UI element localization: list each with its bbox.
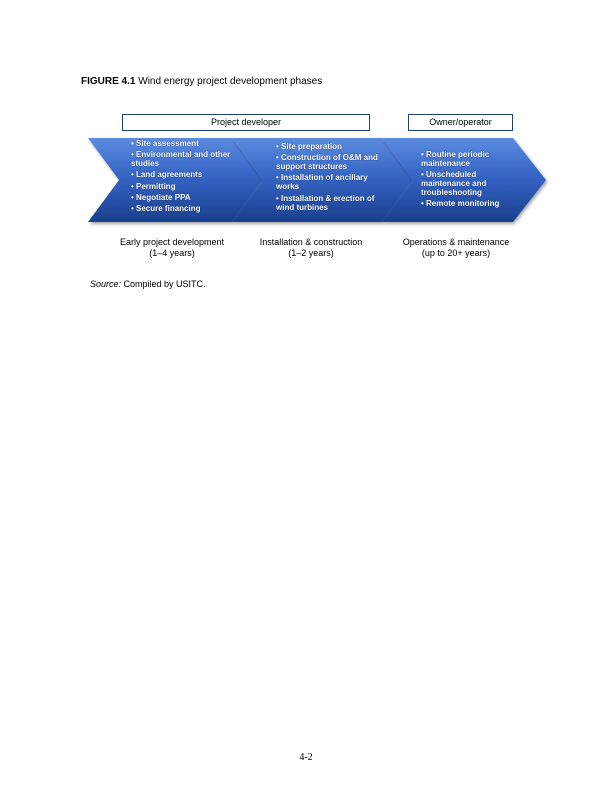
figure-caption: Wind energy project development phases xyxy=(138,76,323,87)
phase-1-caption-name: Early project development xyxy=(119,237,225,247)
bullet-land-agreements: • Land agreements xyxy=(131,170,203,180)
bullet-ancillary-works: • Installation of ancillary works xyxy=(276,173,368,192)
chevron-early-development xyxy=(88,138,263,222)
phase-3-caption-duration: (up to 20+ years) xyxy=(421,248,491,258)
figure-title: FIGURE 4.1 Wind energy project developme… xyxy=(81,76,322,87)
phase-1-caption-duration: (1–4 years) xyxy=(149,248,195,258)
phase-2-bullets: • Site preparation • Construction of O&M… xyxy=(276,142,380,214)
source-note: Source: Compiled by USITC. xyxy=(90,279,206,289)
bullet-site-preparation: • Site preparation xyxy=(276,142,342,151)
bullet-environmental-studies: • Environmental and other studies xyxy=(131,150,231,169)
bullet-secure-financing: • Secure financing xyxy=(131,203,201,213)
phase-2-caption: Installation & construction (1–2 years) xyxy=(246,237,376,259)
source-text: Compiled by USITC. xyxy=(121,279,206,289)
phase-3-bullets: • Routine periodic maintenance • Unsched… xyxy=(421,150,521,211)
phase-2-caption-name: Installation & construction xyxy=(259,237,363,247)
project-developer-header: Project developer xyxy=(122,114,370,131)
page-number: 4-2 xyxy=(299,752,313,763)
bullet-om-construction: • Construction of O&M and support struct… xyxy=(276,153,378,172)
bullet-negotiate-ppa: • Negotiate PPA xyxy=(131,192,191,202)
phase-3-caption-name: Operations & maintenance xyxy=(402,237,510,247)
bullet-unscheduled-maintenance: • Unscheduled maintenance and troublesho… xyxy=(421,170,487,198)
owner-operator-header: Owner/operator xyxy=(408,114,513,131)
bullet-permitting: • Permitting xyxy=(131,181,176,191)
phase-1-bullets: • Site assessment • Environmental and ot… xyxy=(131,139,231,215)
source-label: Source: xyxy=(90,279,122,289)
phase-3-caption: Operations & maintenance (up to 20+ year… xyxy=(386,237,526,259)
bullet-remote-monitoring: • Remote monitoring xyxy=(421,199,500,209)
figure-label: FIGURE 4.1 xyxy=(81,76,136,87)
bullet-turbine-erection: • Installation & erection of wind turbin… xyxy=(276,193,375,212)
bullet-routine-maintenance: • Routine periodic maintenance xyxy=(421,150,490,168)
phase-chevrons xyxy=(88,138,546,222)
bullet-site-assessment: • Site assessment xyxy=(131,139,199,148)
chevron-operations xyxy=(382,138,546,222)
phase-1-caption: Early project development (1–4 years) xyxy=(107,237,237,259)
chevron-installation xyxy=(232,138,413,222)
phase-2-caption-duration: (1–2 years) xyxy=(288,248,334,258)
